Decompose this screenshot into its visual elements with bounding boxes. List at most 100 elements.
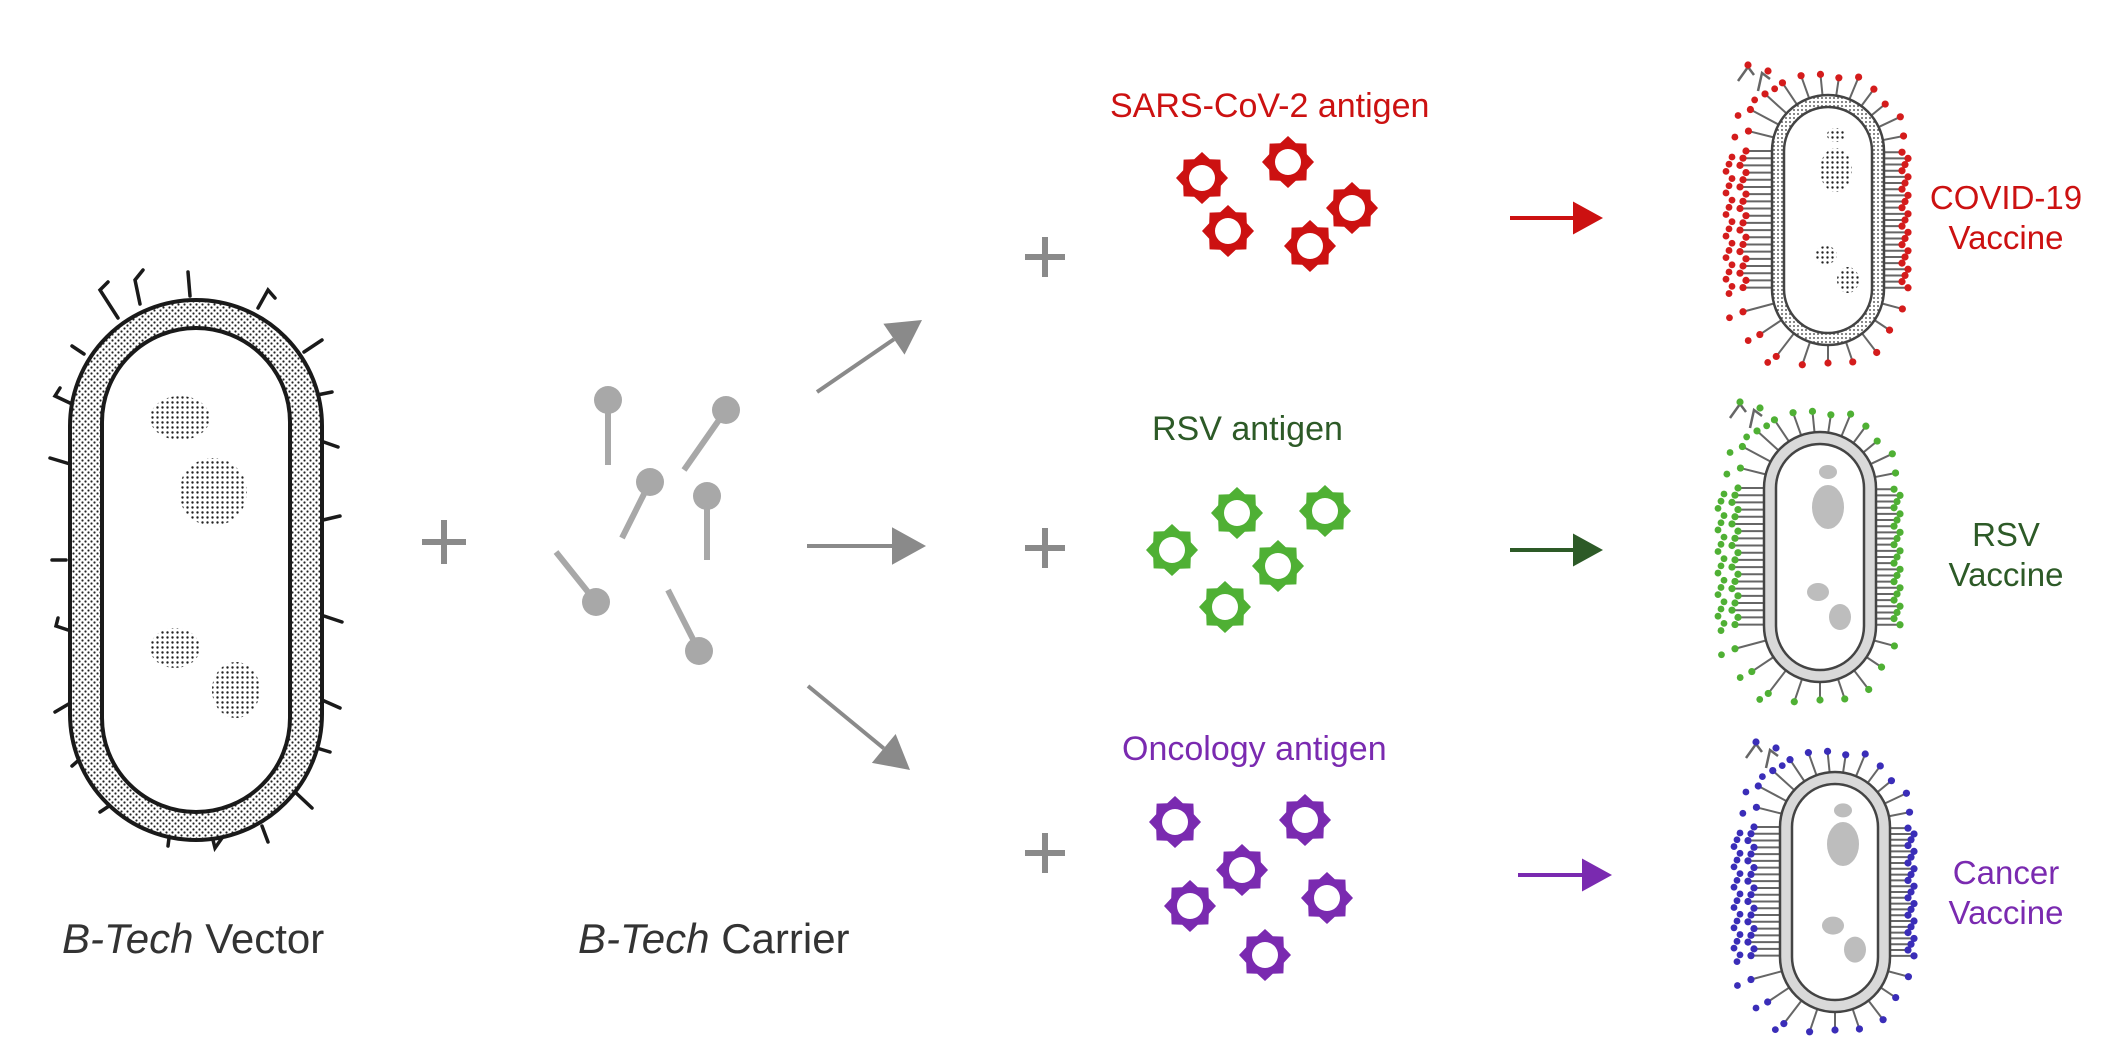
pilus xyxy=(260,824,270,844)
cancer-vaccine-label: Cancer Vaccine xyxy=(1920,853,2092,932)
pilus xyxy=(293,790,314,810)
nucleoid xyxy=(1819,465,1837,479)
covid-19-vaccine-line1: COVID-19 xyxy=(1929,179,2083,216)
carrier-lollipop xyxy=(665,588,713,665)
vector-label: B-Tech Vector xyxy=(62,915,324,963)
vector-word: Vector xyxy=(205,915,325,962)
cancer-vaccine-line1: Cancer xyxy=(1952,854,2060,891)
covid-19-vaccine-label: COVID-19 Vaccine xyxy=(1920,178,2092,257)
rsv-arrow xyxy=(1510,533,1603,567)
plus-sign xyxy=(1025,237,1065,277)
nucleoid xyxy=(1807,583,1829,601)
nucleoid xyxy=(1829,604,1851,630)
nucleoid xyxy=(1820,148,1852,192)
pilus xyxy=(186,270,192,298)
pilus xyxy=(133,268,145,306)
nucleoid xyxy=(1822,916,1844,935)
antigen-star-icon xyxy=(1299,485,1351,537)
rsv-vaccine-cell xyxy=(1714,398,1904,706)
antigen-star-icon xyxy=(1284,220,1336,272)
nucleoid xyxy=(1834,803,1852,818)
pilus xyxy=(302,338,324,354)
detached-antigen-fragments xyxy=(1728,398,1764,429)
rsv-vaccine-label: RSV Vaccine xyxy=(1920,515,2092,594)
rsv-antigens xyxy=(1146,485,1351,633)
sars-cov-2-antigen-label: SARS-CoV-2 antigen xyxy=(1110,87,1430,125)
pilus xyxy=(48,456,72,466)
b-tech-carrier-molecules xyxy=(553,386,740,665)
rsv-antigen-label: RSV antigen xyxy=(1152,410,1343,448)
vector-nucleoid xyxy=(212,662,260,718)
antigen-star-icon xyxy=(1176,152,1228,204)
pilus xyxy=(53,616,70,632)
covid-19-vaccine-cell xyxy=(1722,61,1912,369)
oncology-antigens xyxy=(1149,794,1353,981)
b-tech-vector-cell xyxy=(48,268,344,853)
branch-arrow-up xyxy=(815,320,922,394)
vector-nucleoid xyxy=(179,458,247,526)
pilus xyxy=(321,514,342,522)
cancer-arrow xyxy=(1518,858,1612,892)
antigen-star-icon xyxy=(1146,524,1198,576)
vector-brand: B-Tech xyxy=(62,915,194,962)
branch-arrows xyxy=(806,320,926,770)
carrier-lollipop xyxy=(553,550,610,616)
carrier-label: B-Tech Carrier xyxy=(578,915,850,963)
carrier-lollipop xyxy=(594,386,622,465)
antigen-rows xyxy=(1025,61,1918,1036)
carrier-lollipop xyxy=(693,482,721,560)
detached-antigen-fragments xyxy=(1744,738,1780,769)
nucleoid xyxy=(1837,267,1859,293)
antigen-star-icon xyxy=(1326,182,1378,234)
cancer-vaccine-cell xyxy=(1730,738,1918,1036)
nucleoid xyxy=(1827,128,1845,142)
pilus xyxy=(322,614,344,624)
nucleoid xyxy=(1812,485,1844,529)
antigen-star-icon xyxy=(1164,880,1216,932)
branch-arrow-down xyxy=(806,684,910,770)
carrier-lollipop xyxy=(681,396,740,472)
antigen-star-icon xyxy=(1202,205,1254,257)
oncology-antigen-label: Oncology antigen xyxy=(1122,730,1387,768)
carrier-lollipop xyxy=(619,468,664,540)
carrier-brand: B-Tech xyxy=(578,915,710,962)
cancer-vaccine-line2: Vaccine xyxy=(1948,893,2064,931)
antigen-star-icon xyxy=(1279,794,1331,846)
cell-interior xyxy=(1782,105,1874,335)
pilus xyxy=(256,286,277,310)
antigen-decorations xyxy=(1714,407,1904,706)
antigen-decorations xyxy=(1730,747,1918,1036)
vector-nucleoid xyxy=(150,396,210,440)
pilus xyxy=(52,386,74,406)
plus-sign xyxy=(1025,833,1065,873)
antigen-star-icon xyxy=(1301,872,1353,924)
plus-sign xyxy=(422,520,466,564)
antigen-star-icon xyxy=(1262,136,1314,188)
branch-arrow-middle xyxy=(807,527,926,565)
rsv-vaccine-line1: RSV xyxy=(1972,516,2040,553)
nucleoid xyxy=(1815,246,1837,264)
cell-interior xyxy=(1790,782,1880,1002)
carrier-word: Carrier xyxy=(721,915,850,962)
sars-cov-2-antigens xyxy=(1176,136,1378,272)
detached-antigen-fragments xyxy=(1736,61,1772,92)
antigen-decorations xyxy=(1722,70,1912,369)
rsv-vaccine-line2: Vaccine xyxy=(1948,555,2064,593)
covid-arrow xyxy=(1510,201,1603,235)
pilus xyxy=(320,698,342,710)
vector-nucleoid xyxy=(150,628,200,668)
antigen-star-icon xyxy=(1149,796,1201,848)
pilus xyxy=(97,280,120,320)
plus-sign xyxy=(1025,528,1065,568)
pilus xyxy=(70,344,86,356)
antigen-star-icon xyxy=(1216,844,1268,896)
antigen-star-icon xyxy=(1199,581,1251,633)
nucleoid xyxy=(1827,822,1859,866)
antigen-star-icon xyxy=(1239,929,1291,981)
nucleoid xyxy=(1844,936,1866,963)
antigen-star-icon xyxy=(1252,540,1304,592)
covid-19-vaccine-line2: Vaccine xyxy=(1948,218,2064,256)
antigen-star-icon xyxy=(1211,487,1263,539)
cell-interior xyxy=(1774,442,1866,672)
